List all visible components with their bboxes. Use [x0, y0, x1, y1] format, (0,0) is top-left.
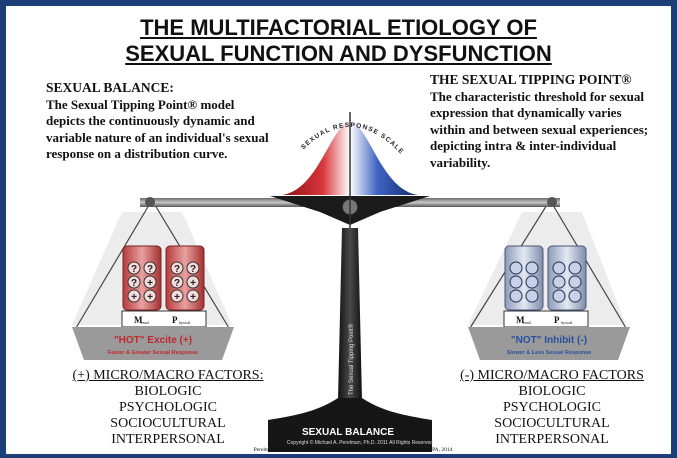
tipping-point-heading: THE SEXUAL TIPPING POINT®	[430, 72, 632, 87]
factor-item: INTERPERSONAL	[111, 432, 225, 447]
tipping-point-line: The characteristic threshold for sexual	[430, 88, 644, 104]
inhibit-label: "NOT" Inhibit (-)	[511, 335, 587, 346]
slide-title-line2: SEXUAL FUNCTION AND DYSFUNCTION	[125, 41, 552, 66]
sexual-balance-description: SEXUAL BALANCE: The Sexual Tipping Point…	[46, 80, 316, 163]
svg-text:?: ?	[174, 278, 180, 289]
svg-text:?: ?	[174, 264, 180, 275]
sexual-balance-heading: SEXUAL BALANCE:	[46, 80, 174, 95]
svg-text:+: +	[190, 278, 196, 289]
svg-text:?: ?	[131, 264, 137, 275]
factor-item: PSYCHOLOGIC	[502, 400, 601, 415]
mental-weight-blue	[504, 245, 544, 311]
physical-weight-blue	[547, 245, 587, 311]
factor-item: PSYCHOLOGIC	[118, 400, 217, 415]
right-weight-physical-label: P	[554, 315, 560, 325]
factor-item: SOCIOCULTURAL	[494, 416, 610, 431]
excite-label: "HOT" Excite (+)	[114, 335, 192, 346]
left-weight-mental-sub: ental	[141, 320, 150, 325]
citation: Perelman MA. "The History of Sexual Medi…	[253, 447, 453, 453]
copyright-notice: Copyright © Michael A. Perelman, Ph.D. 2…	[286, 440, 434, 446]
sexual-balance-line: depicts the continuously dynamic and	[46, 113, 255, 128]
mental-weight-red	[122, 245, 162, 311]
slide-title-line1: THE MULTIFACTORIAL ETIOLOGY OF	[140, 15, 537, 40]
negative-factors-heading: (-) MICRO/MACRO FACTORS	[460, 368, 644, 383]
tipping-point-line: depicting intra & inter-individual	[430, 138, 617, 153]
scale-base	[268, 398, 432, 452]
svg-text:?: ?	[190, 264, 196, 275]
right-weight-physical-sub: hysical	[561, 320, 573, 325]
negative-factors-list: (-) MICRO/MACRO FACTORS BIOLOGIC PSYCHOL…	[432, 368, 672, 448]
sexual-balance-line: variable nature of an individual's sexua…	[46, 129, 269, 145]
right-pan: M ental P hysical "NOT" Inhibit (-) Slow…	[468, 245, 630, 360]
right-weight-mental-label: M	[516, 315, 525, 325]
right-pan-light-cone	[468, 212, 626, 325]
right-weight-mental-sub: ental	[523, 320, 532, 325]
inhibit-sublabel: Slower & Less Sexual Response	[507, 350, 592, 356]
right-pan-tray	[468, 327, 630, 360]
positive-factors-list: (+) MICRO/MACRO FACTORS: BIOLOGIC PSYCHO…	[48, 368, 288, 448]
tipping-point-line: variability.	[430, 154, 491, 170]
svg-text:+: +	[131, 292, 137, 303]
left-pan-tray	[72, 327, 234, 360]
left-weight-mental-label: M	[134, 315, 143, 325]
excite-sublabel: Faster & Greater Sexual Response	[108, 350, 198, 356]
left-weight-physical-sub: hysical	[179, 320, 191, 325]
physical-weight-red	[165, 245, 205, 311]
sexual-balance-base-label: SEXUAL BALANCE	[301, 427, 395, 438]
tipping-point-description: THE SEXUAL TIPPING POINT® The characteri…	[430, 72, 677, 171]
factor-item: BIOLOGIC	[134, 384, 202, 399]
factor-item: SOCIOCULTURAL	[110, 416, 226, 431]
sexual-balance-line: The Sexual Tipping Point® model	[46, 96, 235, 112]
right-beam-cap	[547, 197, 557, 207]
scale-pillar	[338, 228, 362, 400]
factor-item: BIOLOGIC	[518, 384, 586, 399]
factor-item: INTERPERSONAL	[495, 432, 609, 447]
svg-text:+: +	[147, 292, 153, 303]
svg-text:+: +	[147, 278, 153, 289]
svg-text:?: ?	[147, 264, 153, 275]
svg-text:+: +	[190, 292, 196, 303]
left-beam-cap	[145, 197, 155, 207]
tipping-point-line: within and between sexual experiences;	[430, 121, 649, 137]
svg-text:+: +	[174, 292, 180, 303]
positive-factors-heading: (+) MICRO/MACRO FACTORS:	[72, 368, 264, 383]
pillar-label: The Sexual Tipping Point®	[348, 323, 355, 395]
left-weight-physical-label: P	[172, 315, 178, 325]
sexual-balance-line: response on a distribution curve.	[46, 146, 228, 161]
left-pan: ? ? ? + + + ? ? ? + + + M ental P hysica…	[72, 245, 234, 360]
svg-text:?: ?	[131, 278, 137, 289]
tipping-point-line: expression that dynamically varies	[430, 105, 622, 120]
